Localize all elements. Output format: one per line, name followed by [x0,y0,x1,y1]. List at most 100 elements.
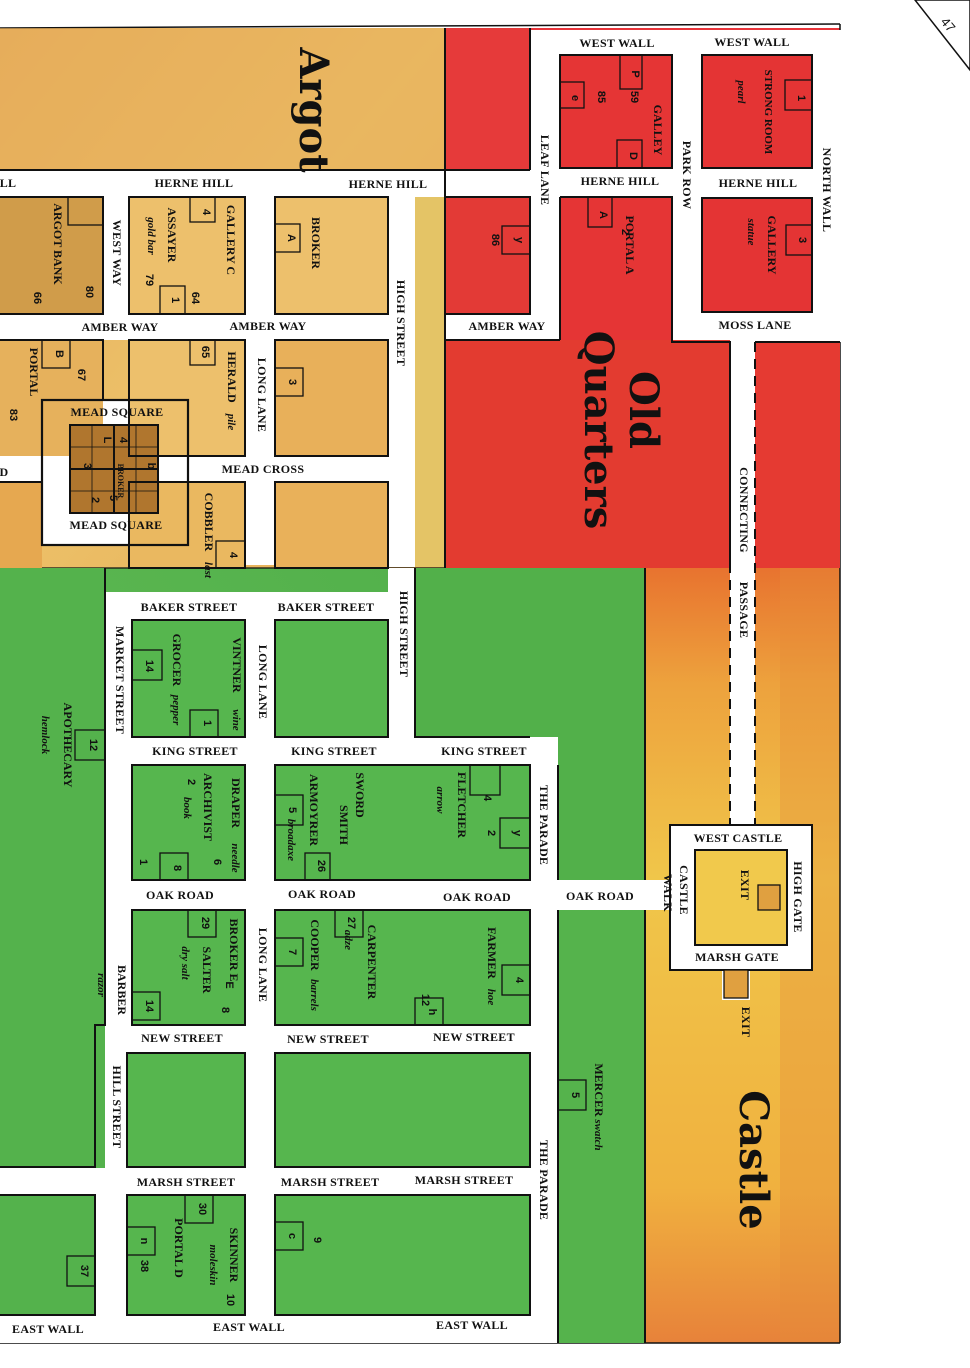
street-new-street-2: NEW STREET [287,1032,369,1046]
street-amber-way-3: AMBER WAY [468,319,545,333]
label-mead-2: 2 [89,497,101,503]
label-e: e [569,95,581,101]
shop-apothecary: APOTHECARY [61,703,75,788]
item-dry-salt: dry salt [179,946,191,980]
street-long-lane-2: LONG LANE [256,645,270,719]
label-26: 26 [315,860,327,872]
shop-assayer: ASSAYER [165,208,179,263]
label-4b: 4 [227,552,239,559]
label-1b: 1 [169,297,181,303]
shop-armoyrer: ARMOYRER [307,774,321,846]
street-amber-way-1: AMBER WAY [81,320,158,334]
shop-barber: BARBER [115,965,129,1015]
label-1d: 1 [137,859,149,865]
label-4c: 4 [481,795,493,802]
street-castle-walk-2: WALK [661,874,675,912]
label-mead-b: b [145,463,157,470]
street-high-street-1: HIGH STREET [394,280,408,366]
label-79: 79 [143,274,155,286]
label-83: 83 [7,409,19,421]
label-59: 59 [628,91,640,103]
label-4a: 4 [200,209,212,216]
label-12a: 12 [87,739,99,751]
shop-sword-2: SMITH [337,805,351,846]
label-67: 67 [75,369,87,381]
label-85: 85 [595,91,607,103]
label-9: 9 [311,1237,323,1243]
label-mead-l: L [101,437,113,444]
label-80: 80 [83,286,95,298]
label-p: P [629,70,641,77]
shop-cobbler: COBBLER [202,493,216,552]
shop-cooper: COOPER [308,919,322,971]
item-statue: statue [745,218,757,246]
street-herne-hill-1: HERNE HILL [155,176,234,190]
label-2c: 2 [485,830,497,836]
label-a1: A [597,211,609,219]
street-marsh-street-1: MARSH STREET [137,1175,236,1189]
shop-argot-bank: ARGOT BANK [51,203,65,285]
street-herne-hill-4: HERNE HILL [719,176,798,190]
label-mead-4: 4 [117,437,129,444]
label-3b: 3 [286,379,298,385]
street-new-street-3: NEW STREET [433,1030,515,1044]
item-barrels: barrels [308,979,320,1011]
item-needle: needle [229,843,241,872]
label-n: n [138,1238,150,1245]
label-29: 29 [199,917,211,929]
street-oak-road-2: OAK ROAD [288,887,356,901]
item-razor: razor [95,973,107,998]
street-long-lane-3: LONG LANE [256,928,270,1002]
district-castle: Castle [730,1090,777,1229]
street-amber-way-2: AMBER WAY [229,319,306,333]
street-oak-road-4: OAK ROAD [566,889,634,903]
street-exit-1: EXIT [738,870,752,901]
street-oak-road-1: OAK ROAD [146,888,214,902]
street-the-parade-1: THE PARADE [537,785,551,865]
item-gold-bar: gold bar [145,216,157,255]
door-markers [41,54,813,1287]
label-3a: 3 [796,237,808,243]
label-8b: 8 [219,1007,231,1013]
district-argot: Argot [290,46,337,173]
item-book: book [181,797,193,820]
label-1c: 1 [201,720,213,726]
street-market-street: MARKET STREET [113,626,127,734]
street-new-street-1: NEW STREET [141,1031,223,1045]
shop-grocer: GROCER [170,634,184,687]
label-14a: 14 [143,660,155,673]
street-north-wall: NORTH WALL [820,148,834,233]
label-10: 10 [224,1294,236,1306]
shop-sword-1: SWORD [353,772,367,818]
label-6: 6 [211,859,223,865]
street-herne-hill-edge: LL [0,176,16,190]
district-old-quarters-2: Quarters [575,331,622,529]
shop-herald: HERALD [225,351,239,403]
label-7: 7 [286,949,298,955]
street-high-gate: HIGH GATE [791,861,805,933]
item-arrow: arrow [434,787,446,815]
shop-gallery-statue: GALLERY [765,216,779,275]
shop-broker-1: BROKER [309,217,323,269]
shop-gallery-c: GALLERY C [224,205,238,275]
shop-fletcher: FLETCHER [455,772,469,838]
label-y1: y [513,237,525,244]
item-wine: wine [230,709,242,731]
street-mead-cross: MEAD CROSS [222,462,305,476]
street-moss-lane: MOSS LANE [718,318,791,332]
streets [0,30,842,1343]
street-oak-road-3: OAK ROAD [443,890,511,904]
street-east-wall-3: EAST WALL [436,1318,508,1332]
street-herne-hill-2: HERNE HILL [349,177,428,191]
street-connecting-2: PASSAGE [737,582,751,639]
label-5b: 5 [569,1092,581,1098]
label-h: h [426,1009,438,1016]
label-66: 66 [31,292,43,304]
street-marsh-gate: MARSH GATE [695,950,779,964]
label-c: c [286,1233,298,1239]
street-the-parade-2: THE PARADE [537,1140,551,1220]
label-5a: 5 [286,807,298,813]
street-castle-walk-1: CASTLE [677,865,691,915]
shop-mercer: MERCER [592,1063,606,1117]
